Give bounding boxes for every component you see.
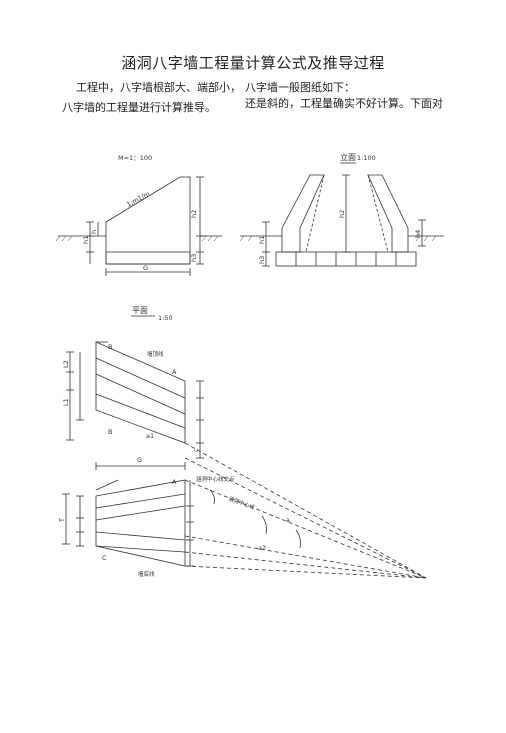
plan-label-a1: a1 bbox=[146, 432, 154, 440]
front-view-h1-label: h1 bbox=[258, 236, 266, 244]
plan-label-c: c bbox=[192, 448, 200, 452]
front-view-h2-label: h2 bbox=[338, 210, 346, 218]
plan-label-A-top: A bbox=[172, 368, 177, 376]
paragraph-line-1: 工程中，八字墙根部大、端部小， bbox=[76, 81, 241, 94]
plan-label-B-top: B bbox=[108, 343, 112, 351]
side-view-h2-label: h2 bbox=[190, 210, 198, 218]
side-view-G-label: G bbox=[143, 264, 148, 272]
plan-label-T: T bbox=[58, 518, 66, 523]
side-view-h-label: h bbox=[90, 230, 98, 234]
plan-note-center-line: 涵洞中心线 bbox=[227, 494, 256, 511]
plan-label-A-bottom: A bbox=[172, 478, 177, 486]
plan-note-wall-bottom: 墙底线 bbox=[138, 570, 155, 578]
plan-label-a: a bbox=[286, 516, 290, 524]
side-view-h3-label: h3 bbox=[190, 254, 198, 262]
paragraph-line-2: 八字墙一般图纸如下： bbox=[245, 81, 355, 94]
plan-label-G: G bbox=[137, 456, 142, 464]
plan-label-a2: a2 bbox=[258, 544, 266, 552]
side-view-h1-label: h1 bbox=[82, 236, 90, 244]
paragraph-line-4: 八字墙的工程量进行计算推导。 bbox=[62, 101, 216, 114]
plan-note-culvert-axis: 涵洞中心线交点 bbox=[196, 475, 235, 483]
front-view-h3-label: h3 bbox=[258, 256, 266, 264]
paragraph-line-3: 还是斜的，工程量确实不好计算。下面对 bbox=[245, 97, 443, 110]
front-view-title: 立面 bbox=[340, 152, 356, 162]
side-view-scale: M=1：100 bbox=[118, 154, 152, 162]
plan-view-scale: 1:50 bbox=[158, 314, 173, 322]
front-view-h4-label: h4 bbox=[414, 230, 422, 238]
plan-note-wall-top: 墙顶线 bbox=[147, 350, 164, 358]
plan-label-B-bottom: B bbox=[108, 428, 112, 436]
front-view-scale: 1:100 bbox=[357, 154, 376, 162]
plan-label-C: C bbox=[102, 554, 107, 562]
side-view-slope-label: 1:m1/m bbox=[125, 190, 151, 209]
plan-label-L2: L2 bbox=[62, 360, 70, 368]
plan-view-title: 平面 bbox=[132, 306, 148, 315]
document-title: 涵洞八字墙工程量计算公式及推导过程 bbox=[121, 54, 385, 72]
side-view bbox=[55, 176, 222, 276]
front-view bbox=[239, 162, 444, 267]
plan-view bbox=[62, 315, 427, 579]
plan-label-L1: L1 bbox=[62, 398, 70, 406]
